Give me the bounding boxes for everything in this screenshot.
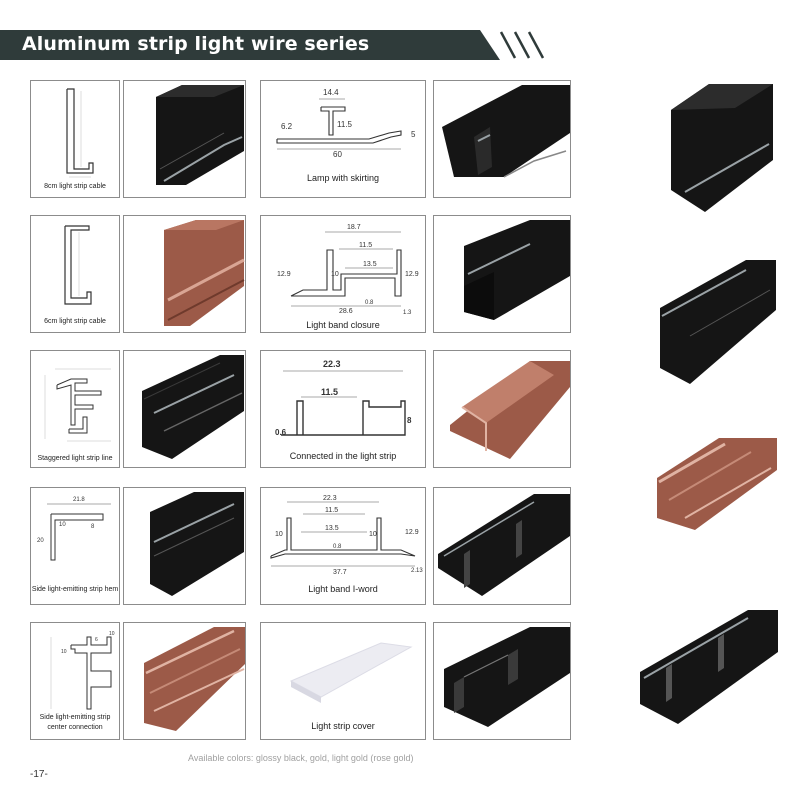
drawing-center-connection: 10 6 10 Side light-emitting strip center… <box>30 622 120 740</box>
svg-text:10: 10 <box>109 631 115 637</box>
side-photo-4 <box>640 610 778 724</box>
side-photo-3 <box>657 438 777 530</box>
photo-center-connection <box>123 622 246 740</box>
svg-text:13.5: 13.5 <box>363 261 377 268</box>
dim-label: 14.4 <box>323 88 339 97</box>
photo-staggered-line <box>123 350 246 468</box>
photo-side-hem <box>123 487 246 605</box>
svg-text:10: 10 <box>369 531 377 538</box>
photo-band-closure <box>433 215 571 333</box>
drawing-6cm-cable: 6cm light strip cable <box>30 215 120 333</box>
header-banner <box>0 30 500 60</box>
photo-8cm-cable <box>123 80 246 198</box>
side-photo-1 <box>671 84 773 212</box>
svg-text:10: 10 <box>331 271 339 278</box>
svg-text:6: 6 <box>95 637 98 643</box>
svg-text:0.8: 0.8 <box>333 544 342 550</box>
svg-text:8: 8 <box>407 416 412 425</box>
svg-text:20: 20 <box>37 538 44 544</box>
svg-text:1.3: 1.3 <box>403 310 412 316</box>
caption: Light strip cover <box>311 721 375 731</box>
svg-text:21.8: 21.8 <box>73 497 85 503</box>
caption: Light band closure <box>306 320 380 330</box>
page-title: Aluminum strip light wire series <box>22 33 370 55</box>
svg-text:11.5: 11.5 <box>325 507 338 514</box>
svg-text:10: 10 <box>59 522 66 528</box>
svg-text:22.3: 22.3 <box>323 359 341 369</box>
caption: Connected in the light strip <box>289 451 397 461</box>
dim-label: 11.5 <box>337 120 353 129</box>
svg-text:11.5: 11.5 <box>321 387 338 397</box>
caption: Lamp with skirting <box>306 173 380 183</box>
svg-text:2.13: 2.13 <box>411 568 423 574</box>
caption: 6cm light strip cable <box>44 318 106 325</box>
banner-stripes <box>499 31 545 59</box>
drawing-side-hem: 21.8 10 8 20 Side light-emitting strip h… <box>30 487 120 605</box>
svg-text:11.5: 11.5 <box>359 242 372 249</box>
dim-label: 5 <box>411 130 416 139</box>
svg-text:12.9: 12.9 <box>405 271 419 278</box>
drawing-connected: 22.3 11.5 8 0.6 Connected in the light s… <box>260 350 426 468</box>
svg-text:8: 8 <box>91 524 95 530</box>
photo-connected <box>433 350 571 468</box>
side-photo-2 <box>660 260 776 384</box>
drawing-strip-cover: Light strip cover <box>260 622 426 740</box>
caption: Side light-emitting strip center connect… <box>39 714 111 731</box>
photo-lamp-skirting <box>433 80 571 198</box>
drawing-staggered-line: Staggered light strip line <box>30 350 120 468</box>
caption: Staggered light strip line <box>37 455 113 462</box>
photo-i-word <box>433 487 571 605</box>
colors-note: Available colors: glossy black, gold, li… <box>188 753 414 763</box>
svg-text:13.5: 13.5 <box>325 525 339 532</box>
svg-text:37.7: 37.7 <box>333 569 347 576</box>
svg-text:10: 10 <box>61 649 67 655</box>
caption: 8cm light strip cable <box>44 183 106 190</box>
svg-text:12.9: 12.9 <box>405 529 419 536</box>
svg-text:10: 10 <box>275 531 283 538</box>
svg-text:22.3: 22.3 <box>323 495 337 502</box>
page-number: -17- <box>30 769 48 780</box>
drawing-band-closure: 18.7 11.5 13.5 12.9 10 12.9 0.8 28.6 1.3… <box>260 215 426 333</box>
svg-text:18.7: 18.7 <box>347 224 361 231</box>
svg-text:0.8: 0.8 <box>365 300 374 306</box>
dim-label: 60 <box>333 150 342 159</box>
photo-strip-cover <box>433 622 571 740</box>
caption: Side light-emitting strip hem <box>31 586 119 593</box>
svg-text:0.6: 0.6 <box>275 428 287 437</box>
drawing-i-word: 22.3 11.5 13.5 10 10 12.9 0.8 37.7 2.13 … <box>260 487 426 605</box>
svg-text:28.6: 28.6 <box>339 308 353 315</box>
caption: Light band I-word <box>308 584 378 594</box>
drawing-lamp-skirting: 14.4 11.5 6.2 5 60 Lamp with skirting <box>260 80 426 198</box>
drawing-8cm-cable: 8cm light strip cable <box>30 80 120 198</box>
svg-text:12.9: 12.9 <box>277 271 291 278</box>
dim-label: 6.2 <box>281 122 293 131</box>
photo-6cm-cable <box>123 215 246 333</box>
